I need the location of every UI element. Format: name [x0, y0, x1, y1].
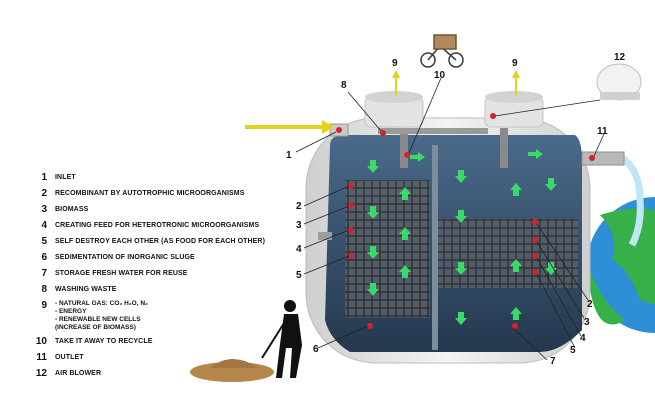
callout-9-right: 9 — [512, 58, 518, 69]
callout-4-right: 4 — [580, 333, 586, 344]
legend-item: 7 STORAGE FRESH WATER FOR REUSE — [41, 268, 188, 279]
legend-item: 3 BIOMASS — [41, 204, 89, 215]
legend-item: 10 TAKE IT AWAY TO RECYCLE — [35, 336, 153, 347]
callout-6: 6 — [313, 344, 319, 355]
callout-2-left: 2 — [296, 201, 302, 212]
callout-markers — [336, 113, 595, 329]
legend: 1 INLET 2 RECOMBINANT BY AUTOTROPHIC MIC… — [34, 172, 304, 384]
person-shoveling-icon — [190, 300, 302, 382]
legend-item: 4 CREATING FEED FOR HETEROTRONIC MICROOR… — [41, 220, 260, 231]
callout-12: 12 — [614, 52, 626, 63]
flow-arrows — [367, 149, 557, 325]
tank — [305, 91, 591, 364]
callout-7: 7 — [550, 356, 556, 367]
callout-2-right: 2 — [587, 299, 593, 310]
legend-item: 8 WASHING WASTE — [41, 284, 117, 295]
legend-item: 9 - NATURAL GAS: CO₂ H₂O, N₂ - ENERGY - … — [41, 300, 148, 331]
earth-globe — [587, 197, 655, 333]
leader-lines — [295, 77, 605, 361]
legend-item-9-lines: - NATURAL GAS: CO₂ H₂O, N₂ - ENERGY - RE… — [55, 300, 148, 331]
callout-5-right: 5 — [570, 345, 576, 356]
legend-item: 11 OUTLET — [36, 352, 84, 363]
outlet-pipe — [581, 151, 625, 166]
callout-3-left: 3 — [296, 220, 302, 231]
bicycle-icon — [420, 34, 464, 68]
air-blower-icon — [596, 63, 642, 101]
callout-4-left: 4 — [296, 244, 302, 255]
callout-9-left: 9 — [392, 58, 398, 69]
legend-item: 6 SEDIMENTATION OF INORGANIC SLUGE — [41, 252, 195, 263]
legend-item: 1 INLET — [41, 172, 76, 183]
callout-11: 11 — [597, 126, 608, 137]
callout-3-right: 3 — [584, 317, 590, 328]
callout-5-left: 5 — [296, 270, 302, 281]
legend-item: 5 SELF DESTROY EACH OTHER (AS FOOD FOR E… — [41, 236, 266, 247]
outlet-water-stream — [619, 155, 644, 247]
gas-arrows — [392, 70, 520, 95]
callout-1: 1 — [286, 150, 292, 161]
callout-10: 10 — [434, 70, 446, 81]
legend-item: 12 AIR BLOWER — [35, 368, 102, 379]
legend-item: 2 RECOMBINANT BY AUTOTROPHIC MICROORGANI… — [41, 188, 245, 199]
callout-8: 8 — [341, 80, 347, 91]
